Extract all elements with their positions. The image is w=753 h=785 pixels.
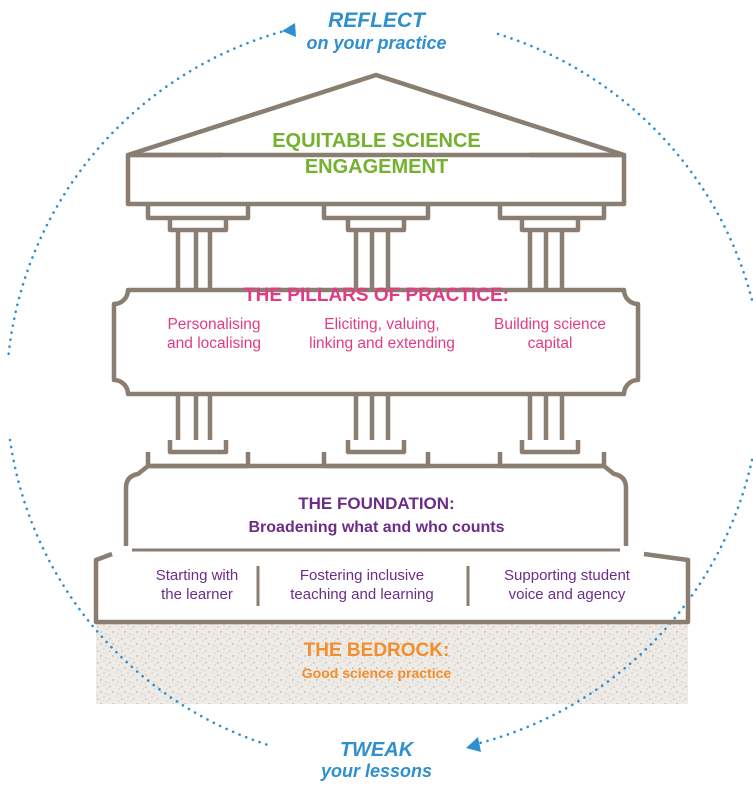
foundation-item-3: Supporting student voice and agency bbox=[504, 567, 630, 603]
cycle-arc-left-top bbox=[6, 28, 290, 362]
foundation-subheading: Broadening what and who counts bbox=[248, 519, 505, 536]
lower-columns bbox=[145, 394, 607, 469]
entablature bbox=[125, 152, 627, 207]
goal-line-2: ENGAGEMENT bbox=[304, 156, 449, 178]
goal-line-1: EQUITABLE SCIENCE bbox=[272, 130, 481, 152]
pillar-label-2: Eliciting, valuing, linking and extendin… bbox=[309, 316, 455, 352]
foundation-item-2: Fostering inclusive teaching and learnin… bbox=[290, 567, 434, 603]
pediment bbox=[127, 72, 625, 158]
reflect-arrow-icon bbox=[282, 23, 296, 37]
pillars-heading: THE PILLARS OF PRACTICE: bbox=[244, 285, 509, 306]
foundation-plinth bbox=[123, 463, 629, 546]
cycle-arc-right-bottom bbox=[470, 458, 753, 747]
reflect-subtitle: on your practice bbox=[306, 33, 447, 53]
cycle-ring bbox=[6, 28, 753, 747]
tweak-title: TWEAK bbox=[339, 739, 414, 761]
reflect-title: REFLECT bbox=[328, 9, 425, 32]
tweak-arrow-icon bbox=[466, 737, 481, 752]
bedrock-ground bbox=[96, 622, 688, 704]
tweak-subtitle: your lessons bbox=[320, 761, 433, 781]
foundation-item-1: Starting with the learner bbox=[155, 567, 239, 603]
upper-columns bbox=[145, 204, 607, 290]
pillar-label-3: Building science capital bbox=[493, 316, 606, 352]
cycle-arc-right-top bbox=[496, 32, 753, 302]
bedrock-heading: THE BEDROCK: bbox=[303, 640, 450, 661]
foundation-base bbox=[93, 551, 691, 625]
pillar-label-1: Personalising and localising bbox=[167, 316, 261, 352]
cycle-arc-left-bottom bbox=[8, 438, 270, 747]
pillars-panel bbox=[111, 287, 641, 397]
foundation-heading: THE FOUNDATION: bbox=[298, 494, 455, 513]
bedrock-subheading: Good science practice bbox=[301, 665, 452, 681]
